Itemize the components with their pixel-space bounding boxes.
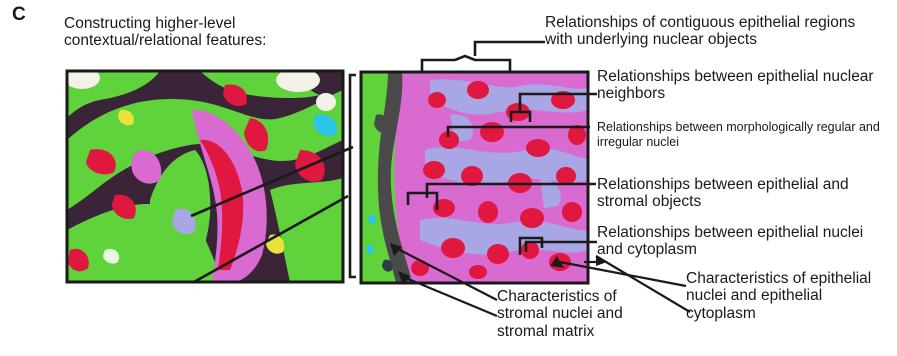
annotation-epithelial-characteristics: Characteristics of epithelial nuclei and… xyxy=(686,270,876,322)
annotation-nuclei-cytoplasm: Relationships between epithelial nuclei … xyxy=(597,224,887,259)
annotation-stromal-characteristics: Characteristics of stromal nuclei and st… xyxy=(497,288,667,340)
annotation-contiguous-regions: Relationships of contiguous epithelial r… xyxy=(545,14,865,49)
annotation-morphology: Relationships between morphologically re… xyxy=(597,120,889,150)
annotation-nuclear-neighbors: Relationships between epithelial nuclear… xyxy=(597,68,887,103)
panel-letter: C xyxy=(12,4,26,25)
contiguous-region-bracket xyxy=(422,42,545,72)
annotation-epithelial-stromal: Relationships between epithelial and str… xyxy=(597,176,887,211)
left-tissue-image xyxy=(64,67,343,282)
figure-heading: Constructing higher-level contextual/rel… xyxy=(64,15,324,50)
